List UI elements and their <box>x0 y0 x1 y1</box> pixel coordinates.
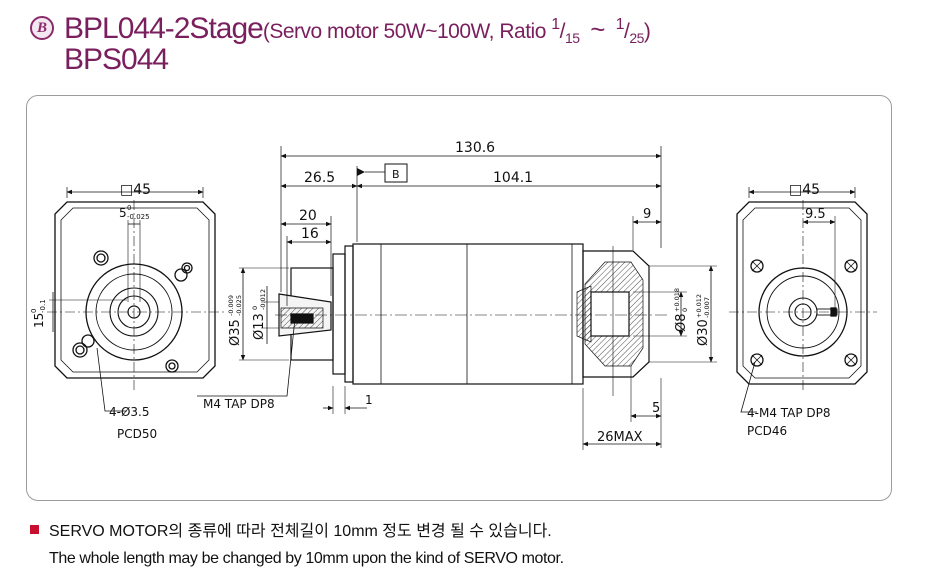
right-flange-outline <box>736 201 868 385</box>
right-tap-4 <box>844 353 858 367</box>
drawing-frame: □45 5 0 -0.025 15 0 -0.1 4-Ø3.5 PCD50 <box>26 95 892 501</box>
left-bolt-hole-3 <box>72 342 88 358</box>
left-flange-inner <box>60 207 210 373</box>
spec-suffix: ) <box>643 20 651 43</box>
dia13-tol-bottom: -0.012 <box>259 289 267 310</box>
right-tap-2-cross <box>845 260 857 272</box>
left-bolt-hole-1 <box>93 250 109 266</box>
left-holes-label: 4-Ø3.5 <box>109 405 150 419</box>
right-end-view <box>729 187 877 413</box>
note-english: The whole length may be changed by 10mm … <box>49 550 564 567</box>
title-line: BPL044-2Stage(Servo motor 50W~100W, Rati… <box>64 12 651 47</box>
dim-body-label: 104.1 <box>493 170 533 186</box>
spec-prefix: (Servo motor 50W~100W, Ratio <box>262 20 552 43</box>
right-pcd-label: PCD46 <box>747 424 787 438</box>
dia30-tol-bottom: -0.007 <box>703 297 711 318</box>
dia30-tol-top: +0.012 <box>695 294 703 318</box>
output-shaft-tap <box>290 313 314 324</box>
dia13-label: Ø13 <box>252 313 267 340</box>
technical-drawing: □45 5 0 -0.025 15 0 -0.1 4-Ø3.5 PCD50 <box>30 140 877 450</box>
dia8-label: Ø8 <box>674 313 689 332</box>
series-badge-icon: B <box>30 16 54 40</box>
dia8-tol-top: +0.018 <box>673 288 681 312</box>
ratio-from: 1/15 <box>551 16 580 47</box>
note-korean-row: SERVO MOTOR의 종류에 따라 전체길이 10mm 정도 변경 될 수 … <box>30 517 920 541</box>
left-key-width-tol-top: 0 <box>127 204 131 212</box>
ratio-to-den: 25 <box>629 30 644 47</box>
right-tap-1 <box>750 259 764 273</box>
right-square-label: □45 <box>789 182 820 198</box>
datum-triangle-icon <box>357 168 365 176</box>
dim1-label: 1 <box>365 393 373 407</box>
dim9-label: 9 <box>643 207 651 222</box>
right-flange-inner <box>742 207 862 379</box>
right-tap-leader <box>740 361 757 413</box>
ratio-from-den: 15 <box>564 30 580 47</box>
dia35-tol-top: -0.009 <box>227 295 235 316</box>
header: B BPL044-2Stage(Servo motor 50W~100W, Ra… <box>28 12 928 82</box>
dim5-label: 5 <box>652 401 660 416</box>
tap-left-leader <box>197 317 296 397</box>
left-front-view <box>47 187 227 412</box>
datum-label: B <box>392 168 400 181</box>
spec-text: (Servo motor 50W~100W, Ratio 1/15 ~ 1/25… <box>262 14 651 47</box>
left-bolt-hole-2 <box>181 262 193 274</box>
ratio-to: 1/25 <box>615 16 645 47</box>
dia13-tol-top: 0 <box>251 306 259 310</box>
bullet-square-icon <box>30 524 39 534</box>
right-tap-2 <box>844 259 858 273</box>
model-title-2: BPS044 <box>64 43 169 76</box>
left-holes-leader <box>96 347 127 412</box>
left-bolt-hole-4 <box>165 359 179 373</box>
dim-total-label: 130.6 <box>455 140 495 156</box>
right-tap-label: 4-M4 TAP DP8 <box>747 406 831 420</box>
left-key-height-group: 15 0 -0.1 <box>30 299 47 328</box>
dim-16-label: 16 <box>301 226 319 242</box>
left-bolt-hole-5 <box>174 268 188 282</box>
left-bolt-hole-2-inner <box>183 264 191 272</box>
dia13-label-group: Ø13 0 -0.012 <box>251 289 267 340</box>
left-key-width: 5 <box>119 206 127 220</box>
gear-body <box>352 243 584 385</box>
dia8-label-group: Ø8 +0.018 0 <box>673 288 689 332</box>
right-tap-1-cross <box>751 260 763 272</box>
side-view <box>197 146 717 450</box>
right-95-label: 9.5 <box>805 207 826 222</box>
flange-plate <box>332 253 346 375</box>
model-title: BPL044-2Stage <box>64 12 264 45</box>
left-bolt-hole-4-inner <box>168 362 176 370</box>
left-key-height-tol-bottom: -0.1 <box>39 299 47 313</box>
dim-flange-label: 26.5 <box>304 170 335 186</box>
datum-box <box>384 163 408 183</box>
dia8-tol-bottom: 0 <box>681 308 689 312</box>
notes: SERVO MOTOR의 종류에 따라 전체길이 10mm 정도 변경 될 수 … <box>30 517 920 568</box>
ratio-to-num: 1 <box>615 16 625 33</box>
dia30-label: Ø30 <box>696 319 711 346</box>
dia35-tol-bottom: -0.025 <box>235 295 243 316</box>
right-tap-3-cross <box>751 354 763 366</box>
ratio-from-num: 1 <box>551 16 560 33</box>
right-tap-4-cross <box>845 354 857 366</box>
left-key-height: 15 <box>32 313 46 328</box>
ratio-tilde: ~ <box>590 14 605 44</box>
flange-step <box>344 245 354 383</box>
dia30-label-group: Ø30 +0.012 -0.007 <box>695 294 711 346</box>
tap-left-label: M4 TAP DP8 <box>203 397 275 411</box>
dia35-label-group: Ø35 -0.009 -0.025 <box>227 295 243 346</box>
left-key-width-tol-bottom: -0.025 <box>127 213 150 221</box>
right-tap-3 <box>750 353 764 367</box>
left-pcd-label: PCD50 <box>117 427 157 441</box>
dim-20-label: 20 <box>299 208 317 224</box>
left-bolt-hole-3-inner <box>75 345 85 355</box>
dia35-label: Ø35 <box>228 319 243 346</box>
left-square-label: □45 <box>120 182 151 198</box>
input-coupling-section <box>576 285 592 343</box>
left-flange-outline <box>54 201 216 379</box>
left-bolt-hole-6 <box>81 334 95 348</box>
dim26max-label: 26MAX <box>597 430 643 445</box>
left-key-height-tol-top: 0 <box>30 309 38 313</box>
input-bore <box>590 291 630 337</box>
left-bolt-hole-1-inner <box>96 253 106 263</box>
note-korean: SERVO MOTOR의 종류에 따라 전체길이 10mm 정도 변경 될 수 … <box>49 523 552 540</box>
